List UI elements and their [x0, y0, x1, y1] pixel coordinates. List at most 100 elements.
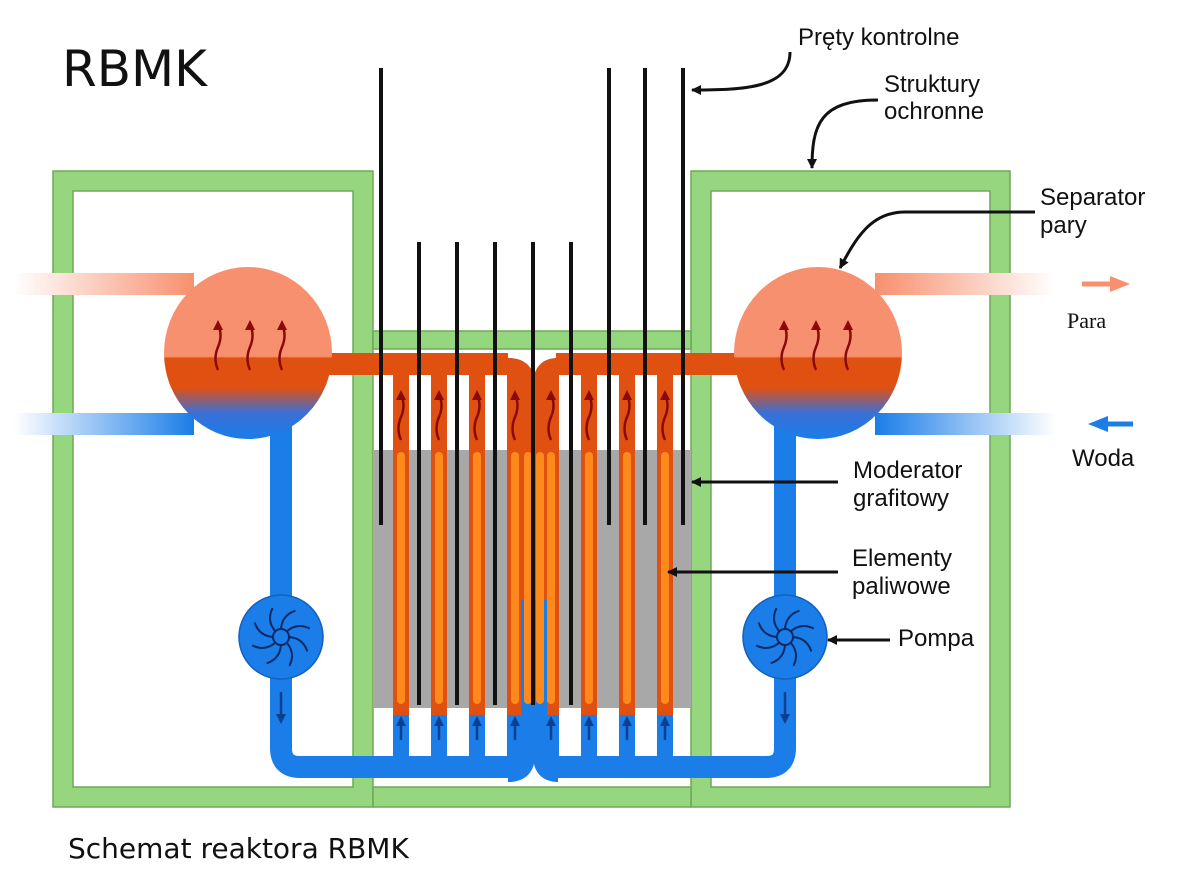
fuel-element — [547, 452, 555, 704]
label-water: Woda — [1072, 445, 1135, 472]
channel-steam-arrow — [435, 393, 443, 441]
impeller-blade — [770, 644, 786, 665]
leader-lines — [667, 51, 1035, 645]
label-moderator-2: grafitowy — [853, 485, 949, 512]
channel-steam-arrow-head — [396, 390, 406, 400]
fuel-element — [473, 452, 481, 704]
water-line-right — [875, 413, 1055, 435]
impeller-blade — [755, 641, 780, 650]
impeller-hub — [776, 628, 794, 646]
channel-steam-arrow — [473, 393, 481, 441]
leader-containment — [807, 98, 879, 169]
impeller-blade — [268, 607, 277, 632]
channel-inflow-arrow-head — [510, 716, 520, 726]
steam-flow-arrow-head — [245, 320, 255, 330]
impeller-blade — [280, 609, 296, 630]
channel-steam-arrow — [397, 393, 405, 441]
channel-steam-arrow — [511, 393, 519, 441]
impeller-blade — [266, 644, 282, 665]
channel-inflow-arrow-head — [584, 716, 594, 726]
channel-steam-arrow — [623, 393, 631, 441]
impeller-blade — [288, 636, 309, 652]
fuel-element — [623, 452, 631, 704]
fuel-element — [524, 452, 532, 704]
fuel-element — [585, 452, 593, 704]
containment-right-wall — [690, 170, 1011, 808]
control-rods — [379, 68, 685, 705]
channel-inflow-arrow-head — [396, 716, 406, 726]
channel-steam-arrow-head — [510, 390, 520, 400]
channel-bend-right-hot — [533, 358, 559, 600]
fuel-element — [397, 452, 405, 704]
channel-steam-arrow-head — [584, 390, 594, 400]
channel-steam-arrow — [585, 393, 593, 441]
label-steam: Para — [1067, 308, 1106, 333]
steam-line-right — [875, 273, 1055, 295]
diagram-caption: Schemat reaktora RBMK — [68, 832, 409, 865]
channel-inflow-arrow-head — [546, 716, 556, 726]
label-pump: Pompa — [898, 625, 975, 652]
fuel-channels — [393, 358, 673, 782]
impeller-blade — [792, 636, 813, 652]
impeller-blade — [790, 624, 815, 633]
label-containment-1: Struktury — [884, 71, 980, 98]
channel-steam-arrow-head — [434, 390, 444, 400]
steam-separator-right — [734, 267, 902, 439]
label-moderator-1: Moderator — [853, 457, 962, 484]
steam-flow-arrow-head — [811, 320, 821, 330]
external-lines — [14, 273, 1055, 435]
label-fuel-2: paliwowe — [852, 573, 951, 600]
flow-arrows — [276, 390, 790, 740]
pump-left — [238, 594, 324, 680]
downcomer-flow-arrow-head — [780, 714, 790, 724]
impeller-blade — [251, 641, 276, 650]
label-separator-2: pary — [1040, 212, 1087, 239]
water-circuit — [270, 425, 796, 778]
leader-separator — [838, 210, 1035, 269]
hot-header-right — [556, 353, 748, 375]
channel-steam-arrow-head — [660, 390, 670, 400]
channel-inflow-arrow-head — [660, 716, 670, 726]
channel-inflow-arrow-head — [472, 716, 482, 726]
channel-steam-arrow — [547, 393, 555, 441]
leader-control-rods — [691, 51, 792, 95]
separator-steam-arrows — [213, 320, 853, 371]
hot-headers — [318, 353, 748, 375]
diagram-title: RBMK — [62, 40, 208, 98]
containment-left-wall — [52, 170, 374, 808]
water-line-left — [14, 413, 194, 435]
channel-bend-left-hot — [507, 358, 535, 600]
impeller-blade — [286, 624, 311, 633]
water-in-arrow — [1088, 416, 1133, 432]
downcomer-right — [545, 425, 796, 778]
impeller-blade — [789, 642, 798, 667]
channel-inflow-arrow-head — [622, 716, 632, 726]
impeller-blade — [784, 609, 800, 630]
steam-flow-arrow — [812, 323, 820, 371]
containment-structure — [52, 170, 1011, 808]
impeller-blade — [772, 607, 781, 632]
steam-out-arrow — [1082, 276, 1130, 292]
channel-inflow-arrow-head — [434, 716, 444, 726]
steam-flow-arrow-head — [843, 320, 853, 330]
label-fuel-1: Elementy — [852, 545, 952, 572]
downcomer-flow-arrow-head — [276, 714, 286, 724]
label-control-rods: Pręty kontrolne — [798, 24, 959, 51]
channel-steam-arrow-head — [546, 390, 556, 400]
steam-flow-arrow — [780, 323, 788, 371]
channel-steam-arrow-head — [472, 390, 482, 400]
hot-header-left — [318, 353, 508, 375]
fuel-element — [511, 452, 519, 704]
impeller-blade — [285, 642, 294, 667]
steam-flow-arrow — [246, 323, 254, 371]
impeller-blade — [757, 622, 778, 638]
steam-line-left — [14, 273, 194, 295]
channel-steam-arrow — [661, 393, 669, 441]
channel-steam-arrow-head — [622, 390, 632, 400]
impeller-blade — [253, 622, 274, 638]
containment-bottom — [372, 786, 692, 808]
pump-impeller-left — [251, 607, 311, 667]
steam-flow-arrow — [844, 323, 852, 371]
pump-impeller-right — [755, 607, 815, 667]
